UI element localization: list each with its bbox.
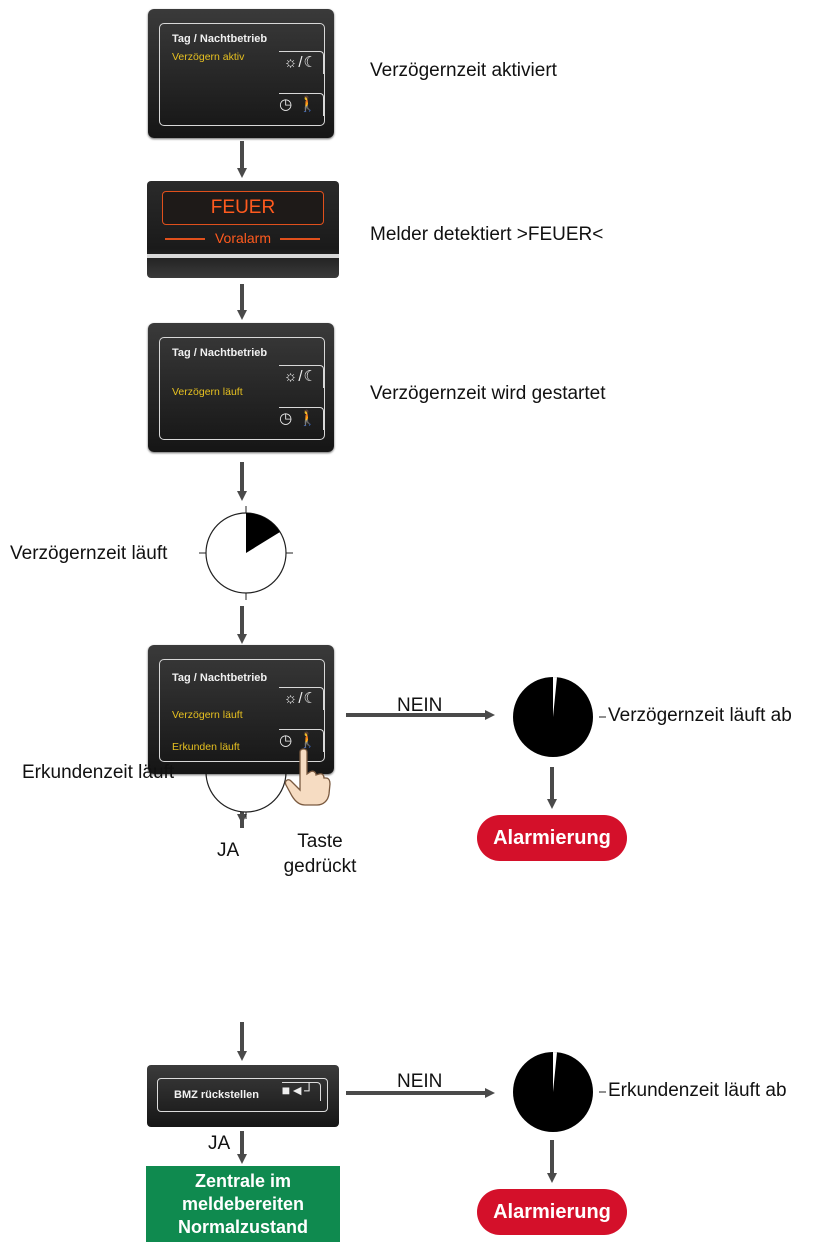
- timer-explore-running-label: Erkundenzeit läuft: [22, 762, 175, 783]
- timer-walker-icon: ◷ 🚶: [279, 96, 318, 113]
- panel-title: Tag / Nachtbetrieb: [172, 347, 268, 359]
- panel-title: Tag / Nachtbetrieb: [172, 33, 268, 45]
- timer-expiring-1: [513, 677, 606, 757]
- panel-title: Tag / Nachtbetrieb: [172, 672, 268, 684]
- caption-delay-activated: Verzögernzeit aktiviert: [370, 60, 557, 81]
- normal-state-line-1: Zentrale im: [194, 1170, 292, 1191]
- sun-moon-icon: ☼/☾: [283, 690, 318, 707]
- no-label-1: NEIN: [397, 695, 443, 716]
- reset-arrow-icon: ■◄┘: [281, 1082, 314, 1098]
- caption-delay-started: Verzögernzeit wird gestartet: [370, 383, 606, 404]
- yes-label-2: JA: [208, 1133, 231, 1154]
- timer-expiring-2: [513, 1052, 606, 1132]
- normal-state-line-3: Normalzustand: [177, 1216, 309, 1237]
- display-panel-1: Tag / Nachtbetrieb Verzögern aktiv ☼/☾ ◷…: [148, 9, 334, 138]
- timer-delay-running-label: Verzögernzeit läuft: [10, 543, 168, 564]
- panel-status-delay: Verzögern läuft: [172, 709, 243, 721]
- panel-status: Verzögern aktiv: [172, 51, 245, 63]
- fire-alarm-panel: FEUER Voralarm: [147, 181, 339, 278]
- no-label-2: NEIN: [397, 1071, 443, 1092]
- caption-detector-fire: Melder detektiert >FEUER<: [370, 224, 604, 245]
- day-night-button[interactable]: ☼/☾: [279, 51, 324, 74]
- key-pressed-label-1: Taste: [297, 831, 343, 852]
- day-night-button[interactable]: ☼/☾: [279, 365, 324, 388]
- display-panel-2: Tag / Nachtbetrieb Verzögern läuft ☼/☾ ◷…: [148, 323, 334, 452]
- key-pressed-label-2: gedrückt: [283, 856, 357, 877]
- explore-button[interactable]: ◷ 🚶: [279, 729, 324, 752]
- panel-status: Verzögern läuft: [172, 386, 243, 398]
- timer-delay-expires-label: Verzögernzeit läuft ab: [608, 705, 792, 726]
- timer-walker-icon: ◷ 🚶: [279, 410, 318, 427]
- yes-label-1: JA: [217, 840, 240, 861]
- sun-moon-icon: ☼/☾: [283, 54, 318, 71]
- normal-state-box: Zentrale im meldebereiten Normalzustand: [146, 1166, 340, 1242]
- alarm-badge-2: Alarmierung: [477, 1189, 627, 1235]
- timer-running-1: [199, 506, 293, 600]
- bmz-reset-panel: BMZ rückstellen ■◄┘: [147, 1065, 339, 1127]
- pre-alarm-label: Voralarm: [214, 230, 272, 246]
- alarm-badge-1: Alarmierung: [477, 815, 627, 861]
- normal-state-line-2: meldebereiten: [181, 1193, 305, 1214]
- bmz-reset-label: BMZ rückstellen: [174, 1089, 259, 1101]
- timer-explore-expires-label: Erkundenzeit läuft ab: [608, 1080, 787, 1101]
- fire-label: FEUER: [162, 191, 324, 225]
- reset-button[interactable]: ■◄┘: [282, 1082, 321, 1101]
- explore-button[interactable]: ◷ 🚶: [279, 93, 324, 116]
- panel-status-explore: Erkunden läuft: [172, 741, 240, 753]
- explore-button[interactable]: ◷ 🚶: [279, 407, 324, 430]
- day-night-button[interactable]: ☼/☾: [279, 687, 324, 710]
- hand-pointer-icon: [284, 748, 331, 806]
- sun-moon-icon: ☼/☾: [283, 368, 318, 385]
- timer-walker-icon: ◷ 🚶: [279, 732, 318, 749]
